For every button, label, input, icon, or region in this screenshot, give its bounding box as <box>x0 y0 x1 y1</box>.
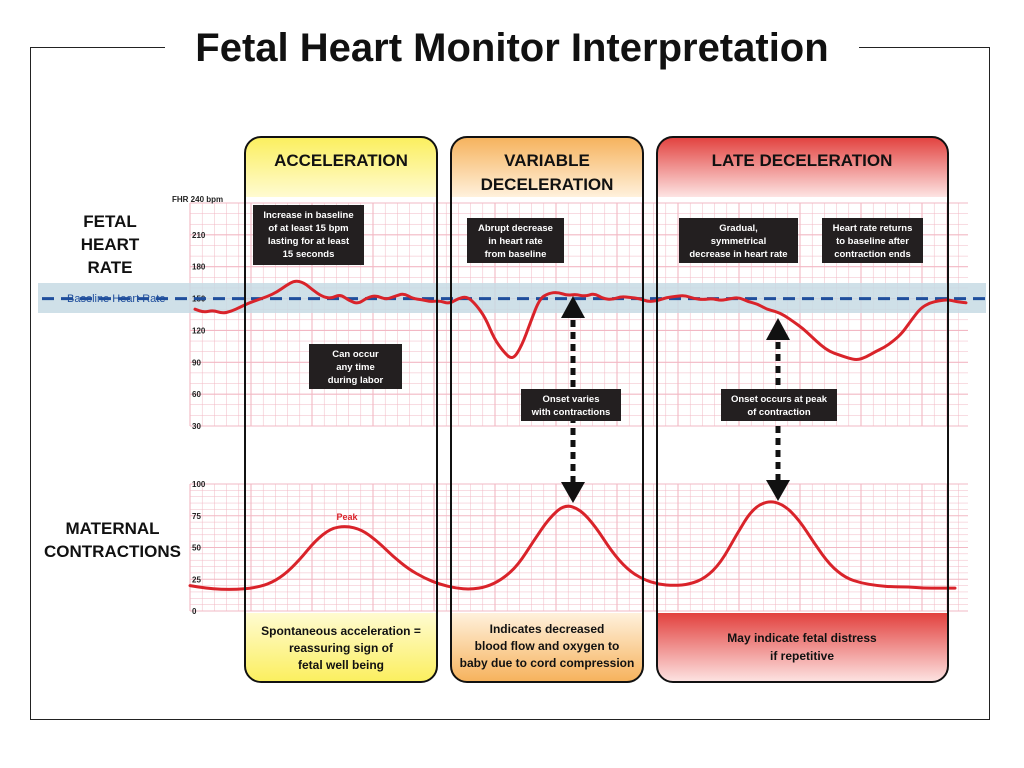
fhr-tick-label: 210 <box>192 231 206 240</box>
variable-footer-bg <box>451 613 643 682</box>
acceleration-footer-line-2: reassuring sign of <box>289 641 394 655</box>
fhr-tick-label: 30 <box>192 422 201 431</box>
uc-tick-label: 100 <box>192 480 206 489</box>
variable-onset-arrow <box>561 296 585 503</box>
late-footer-bg <box>657 613 948 682</box>
fhr-side-label: FETAL HEART RATE <box>80 212 140 277</box>
fhr-axis-top-label: FHR 240 bpm <box>172 195 223 204</box>
fhr-tick-label: 60 <box>192 390 201 399</box>
uc-tick-label: 25 <box>192 575 201 584</box>
note-variable-definition: Abrupt decrease in heart rate from basel… <box>467 218 564 263</box>
page-title: Fetal Heart Monitor Interpretation <box>165 22 859 74</box>
panel-backgrounds <box>245 137 948 682</box>
variable-footer-line-2: blood flow and oxygen to <box>475 639 620 653</box>
acceleration-title: ACCELERATION <box>274 151 408 170</box>
variable-footer-line-1: Indicates decreased <box>490 622 605 636</box>
svg-text:contraction ends: contraction ends <box>834 249 911 260</box>
note-late-return: Heart rate returns to baseline after con… <box>822 218 923 263</box>
late-title: LATE DECELERATION <box>712 151 893 170</box>
svg-text:of contraction: of contraction <box>747 407 811 418</box>
contractions-side-label: MATERNAL CONTRACTIONS <box>44 519 181 561</box>
svg-text:from baseline: from baseline <box>485 249 547 260</box>
late-footer-line-2: if repetitive <box>770 649 834 663</box>
svg-text:15 seconds: 15 seconds <box>283 249 335 260</box>
peak-label: Peak <box>336 512 358 522</box>
uc-tick-label: 50 <box>192 544 201 553</box>
svg-text:Onset varies: Onset varies <box>542 394 599 405</box>
late-onset-arrow <box>766 318 790 501</box>
svg-text:to baseline after: to baseline after <box>836 236 909 247</box>
svg-text:with contractions: with contractions <box>531 407 611 418</box>
contraction-trace <box>188 500 957 591</box>
variable-panel <box>450 136 644 683</box>
fhr-tick-label: 90 <box>192 358 201 367</box>
svg-text:Onset occurs at peak: Onset occurs at peak <box>731 394 828 405</box>
variable-title-line-2: DECELERATION <box>481 175 614 194</box>
svg-text:Can occur: Can occur <box>332 349 379 360</box>
variable-title-line-1: VARIABLE <box>504 151 590 170</box>
svg-text:Gradual,: Gradual, <box>719 223 758 234</box>
fhr-tick-label: 120 <box>192 326 206 335</box>
variable-footer-line-3: baby due to cord compression <box>460 656 635 670</box>
note-late-onset: Onset occurs at peak of contraction <box>721 389 837 421</box>
contraction-grid <box>189 483 968 612</box>
svg-text:lasting for at least: lasting for at least <box>268 236 350 247</box>
baseline-label: Baseline Heart Rate <box>67 293 165 305</box>
note-late-definition: Gradual, symmetrical decrease in heart r… <box>679 218 798 263</box>
acceleration-panel <box>244 136 438 683</box>
acceleration-footer-bg <box>245 613 437 682</box>
uc-tick-label: 0 <box>192 607 197 616</box>
svg-text:symmetrical: symmetrical <box>711 236 766 247</box>
svg-text:in heart rate: in heart rate <box>488 236 542 247</box>
svg-text:Heart rate returns: Heart rate returns <box>833 223 913 234</box>
note-accel-timing: Can occur any time during labor <box>309 344 402 389</box>
svg-text:of at least 15 bpm: of at least 15 bpm <box>268 223 348 234</box>
fhr-tick-label: 180 <box>192 263 206 272</box>
late-panel <box>656 136 949 683</box>
acceleration-footer-line-1: Spontaneous acceleration = <box>261 624 421 638</box>
acceleration-header-bg <box>245 137 437 197</box>
svg-text:Abrupt decrease: Abrupt decrease <box>478 223 553 234</box>
note-accel-definition: Increase in baseline of at least 15 bpm … <box>253 205 364 265</box>
note-variable-onset: Onset varies with contractions <box>521 389 621 421</box>
svg-text:decrease in heart rate: decrease in heart rate <box>689 249 787 260</box>
svg-text:during labor: during labor <box>328 375 384 386</box>
arrow-down-icon <box>766 480 790 501</box>
arrow-up-icon <box>766 318 790 340</box>
arrow-up-icon <box>561 296 585 318</box>
uc-tick-label: 75 <box>192 512 201 521</box>
late-footer-line-1: May indicate fetal distress <box>727 631 877 645</box>
variable-header-bg <box>451 137 643 197</box>
fhr-trace <box>193 279 968 362</box>
svg-text:Increase in baseline: Increase in baseline <box>263 210 353 221</box>
contraction-axis: 100 75 50 25 0 <box>192 480 206 616</box>
svg-text:any time: any time <box>336 362 375 373</box>
acceleration-footer-line-3: fetal well being <box>298 658 384 672</box>
late-header-bg <box>657 137 948 197</box>
arrow-down-icon <box>561 482 585 503</box>
